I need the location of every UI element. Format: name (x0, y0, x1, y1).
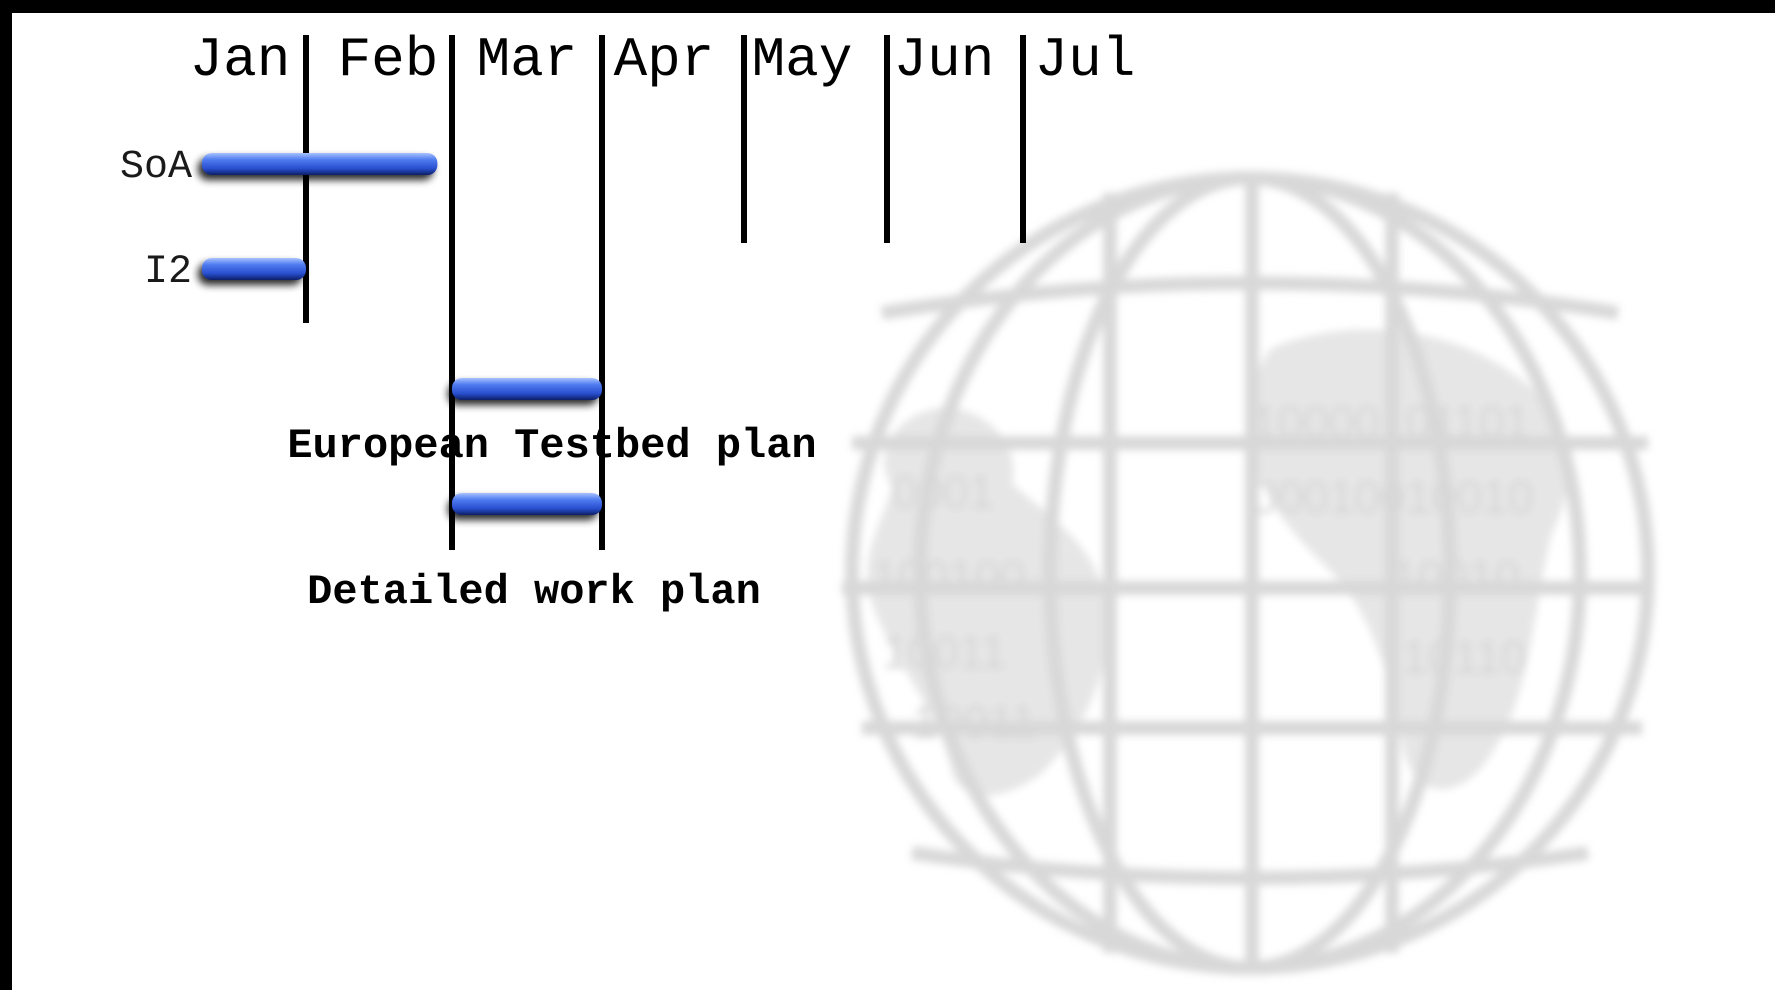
task-bar-detailed-work-plan (452, 493, 602, 515)
month-label-jun: Jun (894, 28, 995, 92)
month-label-jul: Jul (1035, 28, 1136, 92)
svg-text:100100: 100100 (872, 551, 1026, 603)
wireframe-globe-icon: 10000101101 00010010010 10010 10110 1001… (842, 171, 1655, 975)
month-label-feb: Feb (338, 28, 439, 92)
task-bar-european-testbed-plan (452, 378, 602, 400)
month-label-apr: Apr (614, 28, 715, 92)
task-bar-i2 (202, 258, 306, 280)
svg-text:10011: 10011 (882, 626, 1007, 678)
gantt-slide: 10000101101 00010010010 10010 10110 1001… (12, 13, 1775, 990)
month-axis: Jan Feb Mar Apr May Jun Jul (190, 28, 1136, 92)
task-label-i2: I2 (144, 250, 192, 295)
task-bar-soa (202, 153, 438, 175)
task-bars (202, 153, 602, 515)
month-label-may: May (752, 28, 853, 92)
month-label-mar: Mar (477, 28, 578, 92)
task-label-detailed-work-plan: Detailed work plan (307, 568, 761, 616)
gantt-chart: 10000101101 00010010010 10010 10110 1001… (120, 28, 1655, 975)
svg-text:10110: 10110 (1402, 631, 1527, 683)
task-label-european-testbed-plan: European Testbed plan (287, 422, 816, 470)
task-label-soa: SoA (120, 145, 192, 190)
svg-text:0001: 0001 (892, 466, 994, 518)
month-dividers (303, 35, 1026, 550)
month-label-jan: Jan (190, 28, 291, 92)
